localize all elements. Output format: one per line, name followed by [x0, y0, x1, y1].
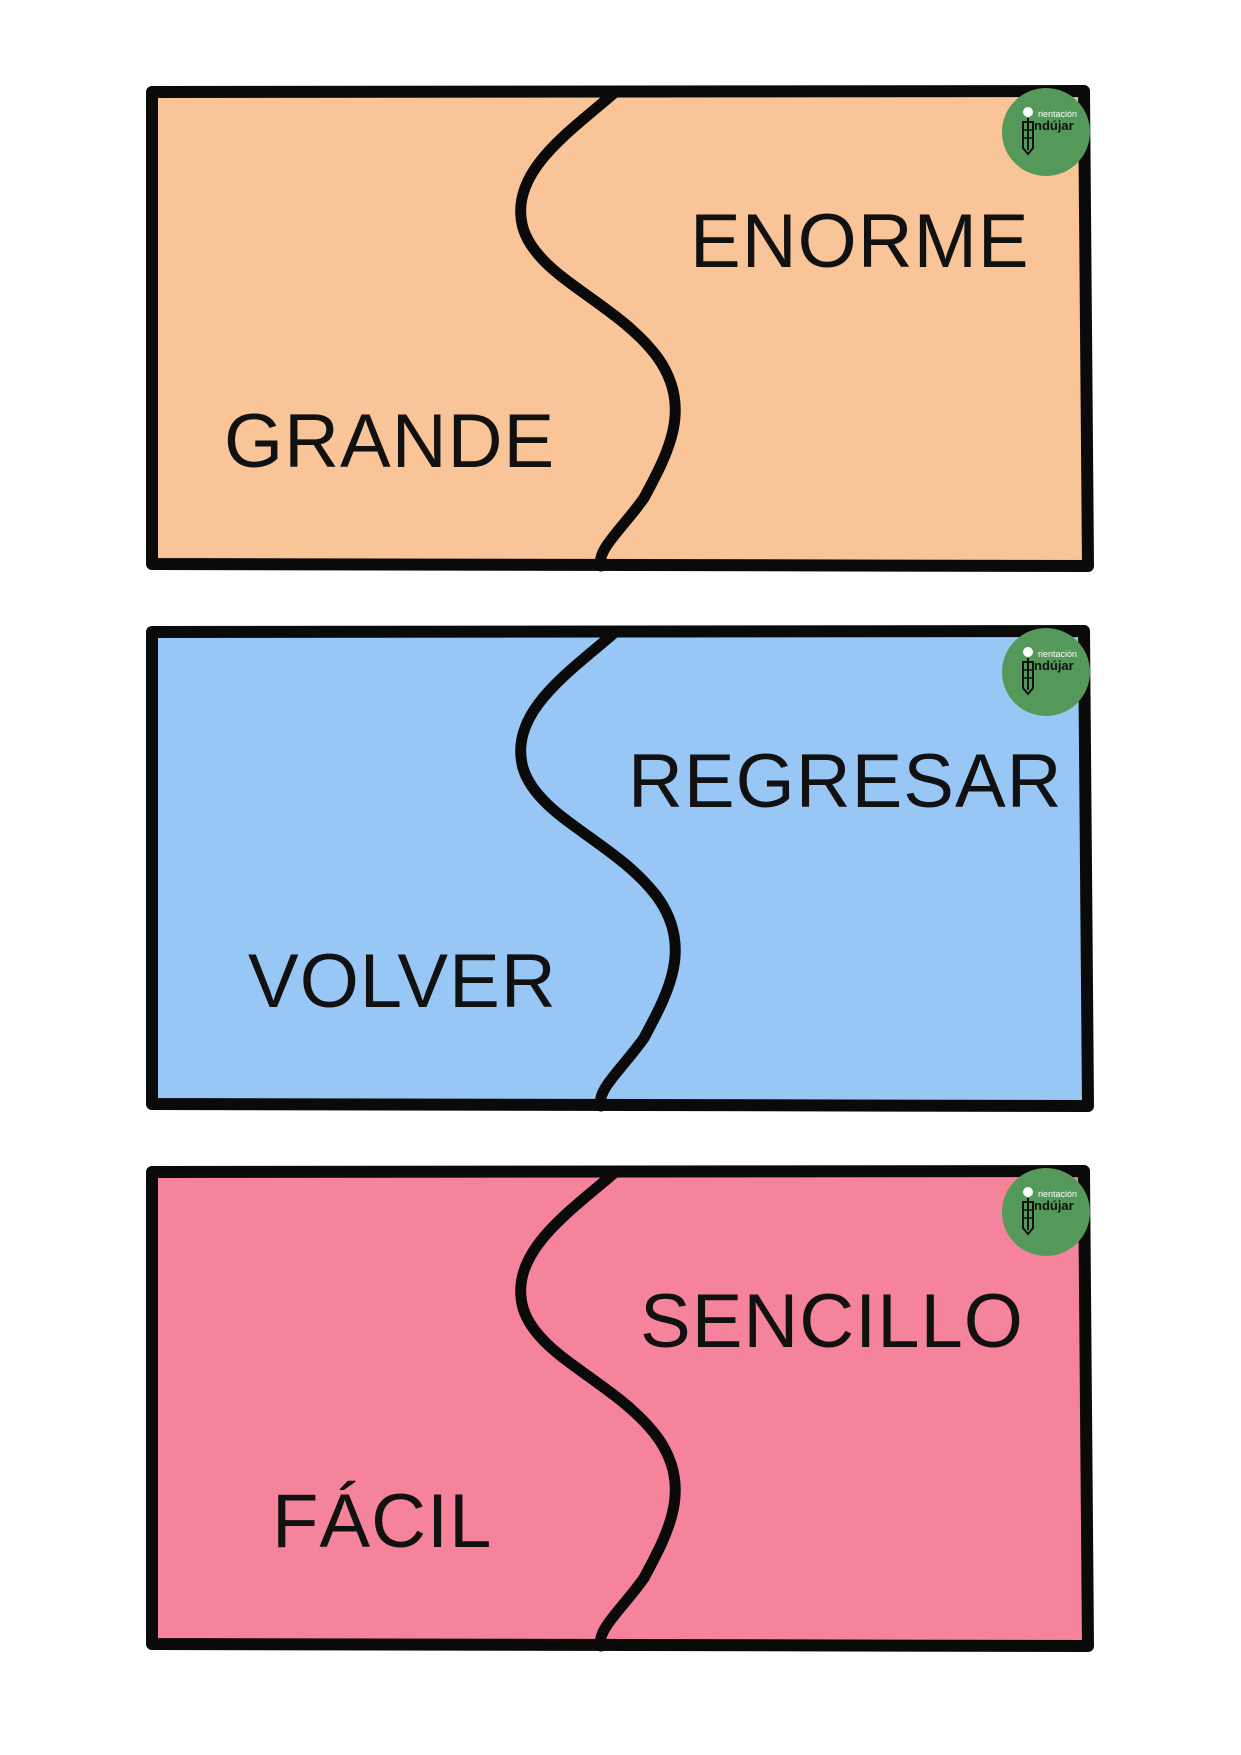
logo-text-bottom: ndújar: [1034, 118, 1074, 133]
right-word: ENORME: [690, 199, 1030, 284]
orientacion-andujar-logo: rientación ndújar: [1002, 1168, 1090, 1256]
logo-text-bottom: ndújar: [1034, 658, 1074, 673]
left-word: FÁCIL: [272, 1479, 493, 1564]
word-card-3: FÁCIL SENCILLO rientación ndújar: [146, 1165, 1094, 1652]
card-frame: [146, 1165, 1094, 1652]
right-word: SENCILLO: [640, 1279, 1024, 1364]
card-frame: [146, 625, 1094, 1112]
logo-text-top: rientación: [1038, 109, 1078, 119]
logo-text-top: rientación: [1038, 649, 1078, 659]
right-word: REGRESAR: [628, 739, 1063, 824]
left-word: GRANDE: [224, 399, 556, 484]
word-card-2: VOLVER REGRESAR rientación ndújar: [146, 625, 1094, 1112]
orientacion-andujar-logo: rientación ndújar: [1002, 88, 1090, 176]
card-frame: [146, 85, 1094, 572]
left-word: VOLVER: [248, 939, 557, 1024]
logo-text-top: rientación: [1038, 1189, 1078, 1199]
logo-text-bottom: ndújar: [1034, 1198, 1074, 1213]
word-card-1: GRANDE ENORME rientación ndújar: [146, 85, 1094, 572]
orientacion-andujar-logo: rientación ndújar: [1002, 628, 1090, 716]
